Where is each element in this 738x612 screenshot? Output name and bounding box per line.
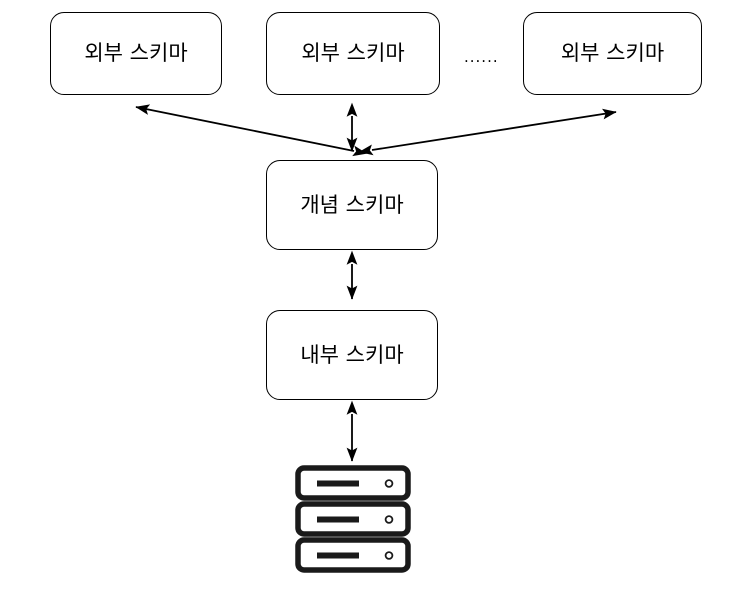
external-schema-box-1[interactable]: 외부 스키마 <box>50 12 222 95</box>
connector-external3-to-conceptual <box>358 108 617 156</box>
external-schema-label-2: 외부 스키마 <box>301 41 405 65</box>
internal-schema-box[interactable]: 내부 스키마 <box>266 310 438 400</box>
internal-schema-label: 내부 스키마 <box>300 342 404 367</box>
ellipsis-separator: ...... <box>464 48 499 66</box>
server-unit-3 <box>295 537 411 573</box>
external-schema-box-3[interactable]: 외부 스키마 <box>523 12 702 95</box>
external-schema-label-1: 외부 스키마 <box>84 41 188 65</box>
connector-external1-to-conceptual <box>135 104 368 157</box>
server-stack-icon[interactable] <box>295 465 411 573</box>
conceptual-schema-box[interactable]: 개념 스키마 <box>266 160 438 250</box>
server-unit-2 <box>295 501 411 537</box>
conceptual-schema-label: 개념 스키마 <box>300 192 404 217</box>
external-schema-box-2[interactable]: 외부 스키마 <box>266 12 440 95</box>
external-schema-label-3: 외부 스키마 <box>560 41 665 65</box>
server-unit-1 <box>295 465 411 501</box>
